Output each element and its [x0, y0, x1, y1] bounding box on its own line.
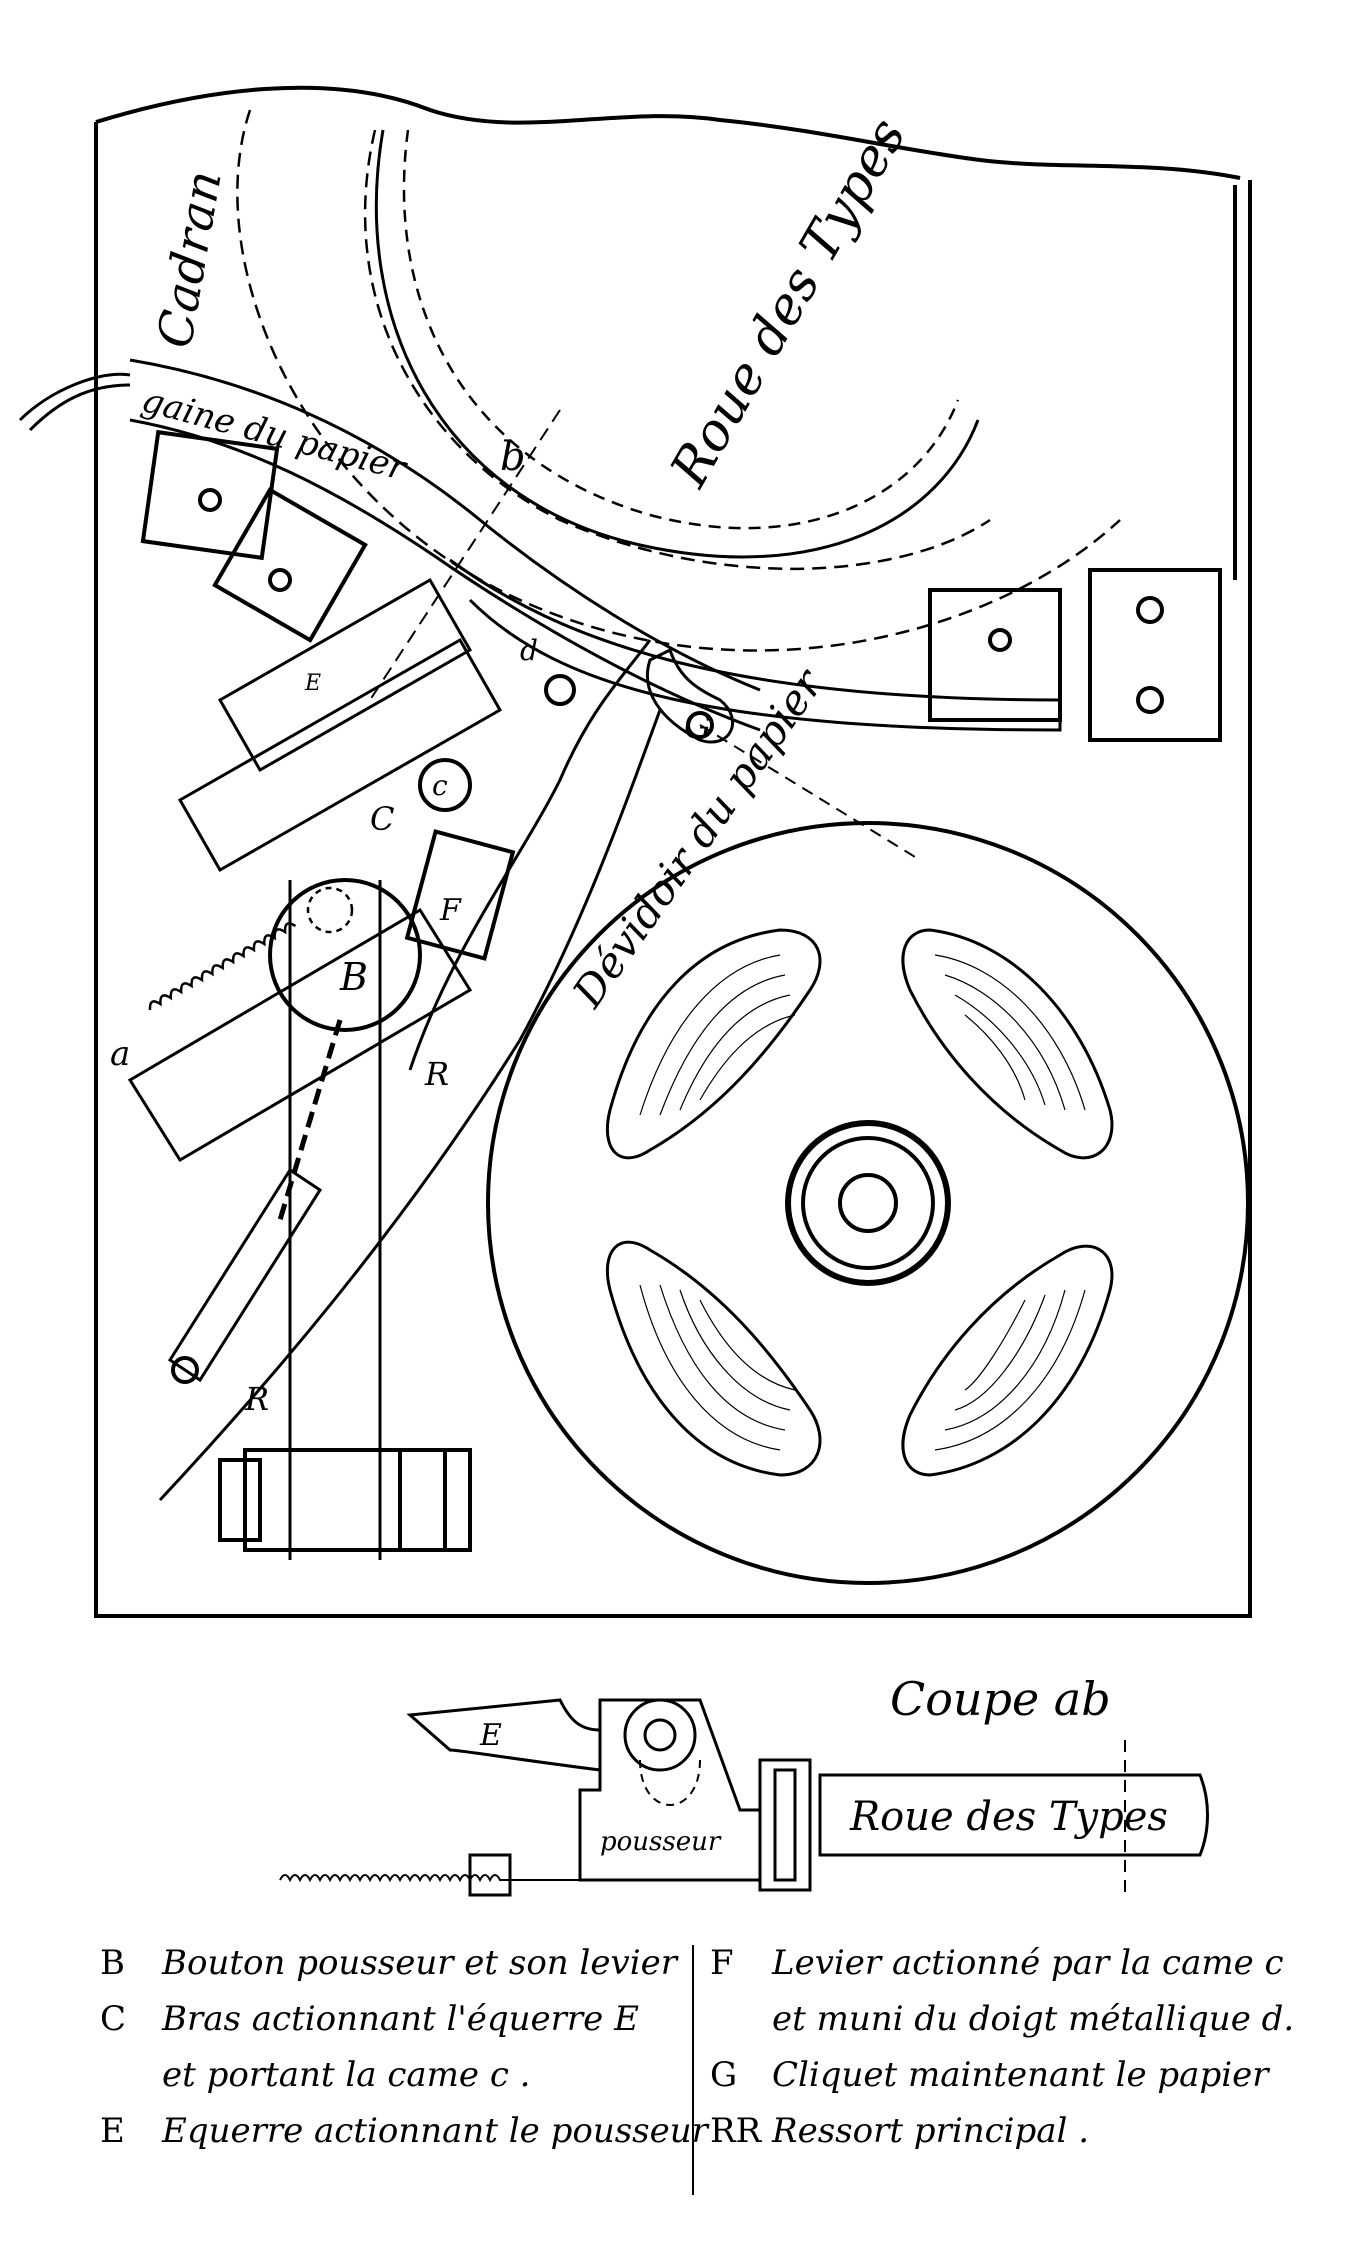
- legend-key: C: [100, 1999, 127, 2039]
- bracket-plate-1: [928, 588, 1062, 722]
- paper-reel-outer: [486, 821, 1250, 1585]
- legend-text: Cliquet maintenant le papier: [772, 2055, 1269, 2095]
- section-pivot: [623, 1698, 697, 1772]
- legend-text: Bras actionnant l'équerre E: [162, 1999, 639, 2039]
- reel-window-tl: [605, 928, 822, 1160]
- legend-item-C: C Bras actionnant l'équerre E: [100, 1991, 670, 2047]
- section-wheel-band: [818, 1773, 1209, 1857]
- dial-dashed-arc-inner: [363, 129, 991, 570]
- legend-key: B: [100, 1943, 125, 1983]
- section-label-E: E: [479, 1718, 502, 1753]
- label-R-lower: R: [244, 1380, 269, 1418]
- legend-text-continued: et muni du doigt métallique d.: [772, 1999, 1295, 2039]
- legend-key: RR: [710, 2111, 762, 2151]
- click-G-pivot: [686, 711, 714, 739]
- click-G: [645, 647, 734, 744]
- section-line-ab: [369, 409, 561, 701]
- label-b-lower: b: [500, 434, 526, 480]
- section-pivot-screw: [643, 1718, 677, 1752]
- legend-item-RR: RR Ressort principal .: [710, 2103, 1280, 2159]
- main-spring-R2: [408, 639, 652, 1071]
- legend-divider: [692, 1945, 694, 2195]
- label-d-lower: d: [520, 634, 538, 667]
- paper-reel-axle: [838, 1173, 898, 1233]
- section-pousseur-dashed: [639, 1759, 701, 1806]
- clamp-block-2: [212, 487, 368, 643]
- reel-window-br: [901, 1244, 1114, 1477]
- reel-window-bl: [605, 1240, 822, 1477]
- legend-item-B: B Bouton pousseur et son levier: [100, 1935, 677, 1991]
- section-label-pousseur: pousseur: [600, 1827, 722, 1857]
- clamp-screw-1: [198, 488, 222, 512]
- paper-path-dashed: [699, 724, 921, 861]
- clamp-block-1: [140, 429, 280, 561]
- legend-text: Levier actionné par la came c: [772, 1943, 1284, 1983]
- button-B: [268, 878, 422, 1032]
- paper-reel-hub-ring: [801, 1136, 935, 1270]
- section-wheel-hub-inner: [773, 1768, 797, 1882]
- legend-left-column: B Bouton pousseur et son levier C Bras a…: [100, 1935, 708, 2159]
- type-wheel: [374, 129, 980, 559]
- wheel-bottom-band: [449, 558, 1062, 732]
- section-title: Coupe ab: [890, 1672, 1111, 1726]
- type-wheel-dashed: [402, 129, 960, 530]
- label-G: G: [684, 707, 711, 747]
- reel-paper-hatching: [639, 954, 1086, 1451]
- clamp-screw-2: [268, 568, 292, 592]
- lower-bracket: [243, 1448, 447, 1552]
- lower-arm: [167, 1167, 323, 1383]
- vertical-lever: [288, 880, 382, 1560]
- bracket-screw-2a: [1136, 596, 1164, 624]
- legend-right-column: F Levier actionné par la came c et muni …: [710, 1935, 1295, 2159]
- legend-item-F: F Levier actionné par la came c: [710, 1935, 1284, 1991]
- section-wheel-hub: [758, 1758, 812, 1892]
- label-a-lower: a: [110, 1034, 130, 1074]
- label-c-lower: c: [432, 769, 448, 802]
- label-C: C: [370, 800, 394, 838]
- section-label-roue-des-types: Roue des Types: [849, 1794, 1168, 1840]
- section-spring: [279, 1874, 580, 1883]
- mechanism-plate: Cadran gaine du papier Roue des Types Dé…: [18, 85, 1252, 1900]
- paper-reel-hub-outer: [785, 1120, 951, 1286]
- main-spring-R: [158, 709, 662, 1502]
- label-E: E: [304, 671, 321, 696]
- paper-sheath: [129, 358, 761, 732]
- section-nut: [468, 1853, 512, 1897]
- legend: B Bouton pousseur et son levier C Bras a…: [100, 1935, 1295, 2215]
- arm-assembly: [127, 577, 503, 1163]
- label-R-upper: R: [424, 1055, 449, 1093]
- cam-c: [418, 758, 472, 812]
- legend-item-E: E Equerre actionnant le pousseur: [100, 2103, 708, 2159]
- dashed-rod: [277, 1019, 343, 1221]
- legend-key: G: [710, 2055, 738, 2095]
- lever-F-block: [404, 829, 516, 961]
- plate-frame: [94, 85, 1252, 1618]
- legend-text: Bouton pousseur et son levier: [162, 1943, 677, 1983]
- label-B: B: [339, 955, 368, 999]
- legend-key: E: [100, 2111, 125, 2151]
- label-F: F: [439, 893, 462, 928]
- lower-bracket-right: [398, 1448, 472, 1552]
- legend-item-G: G Cliquet maintenant le papier: [710, 2047, 1280, 2103]
- label-cadran: Cadran: [147, 167, 233, 353]
- pivot-d: [544, 674, 576, 706]
- label-roue-des-types: Roue des Types: [659, 109, 918, 498]
- bracket-screw-1: [988, 628, 1012, 652]
- button-B-inner: [306, 886, 354, 934]
- lower-arm-screw: [171, 1356, 199, 1384]
- dial-dashed-arc: [236, 109, 1121, 652]
- section-E-lever: [406, 1698, 602, 1772]
- legend-text: Ressort principal .: [772, 2111, 1090, 2151]
- legend-text-continued: et portant la came c .: [162, 2055, 531, 2095]
- bracket-screw-2b: [1136, 686, 1164, 714]
- lower-bracket-left: [218, 1458, 262, 1542]
- legend-key: F: [710, 1943, 734, 1983]
- section-view: [279, 1698, 1209, 1900]
- legend-text: Equerre actionnant le pousseur: [162, 2111, 708, 2151]
- paper-end: [18, 372, 131, 432]
- reel-window-tr: [901, 928, 1114, 1160]
- bracket-plate-2: [1088, 568, 1222, 742]
- spring-coil: [148, 922, 297, 1011]
